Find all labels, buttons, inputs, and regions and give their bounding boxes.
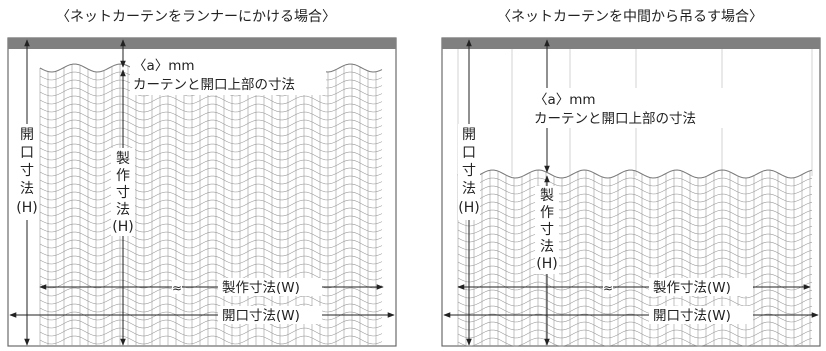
product-height-char: 製	[116, 151, 130, 167]
label-backdrop	[218, 278, 322, 296]
opening-height-char: 寸	[462, 163, 476, 179]
mesh-line	[457, 265, 813, 275]
product-height-char: (H)	[112, 219, 133, 235]
mesh-line	[457, 233, 813, 243]
opening-height-char: 法	[462, 181, 476, 197]
product-height-char: 作	[116, 168, 130, 184]
curtain-rail	[442, 38, 820, 49]
mesh-line	[39, 271, 383, 281]
mesh-line	[39, 303, 383, 313]
mesh-line	[39, 199, 383, 209]
product-height-char: 寸	[116, 185, 130, 201]
mesh-line	[39, 215, 383, 225]
mesh-line	[457, 249, 813, 259]
mesh-line	[39, 239, 383, 249]
curtain-rail	[8, 38, 396, 49]
mesh-line	[39, 135, 383, 145]
mesh-line	[39, 327, 383, 337]
offset-a-description: カーテンと開口上部の寸法	[133, 77, 295, 93]
diagram-middle-hang: 〈ネットカーテンを中間から吊るす場合〉 開 口 寸 法 (H) 〈a〉mm カー…	[441, 9, 821, 347]
mesh-line	[39, 207, 383, 217]
label-backdrop	[532, 88, 728, 128]
mesh-line	[39, 127, 383, 137]
product-width-label: 製作寸法(W)	[653, 280, 731, 296]
mesh-line	[39, 159, 383, 169]
curtain-top-edge	[457, 169, 813, 179]
mesh-line	[457, 185, 813, 195]
label-backdrop	[458, 124, 480, 220]
opening-width-label: 開口寸法(W)	[222, 308, 300, 324]
mesh-line	[39, 311, 383, 321]
opening-height-char: 開	[20, 127, 34, 143]
mesh-line	[39, 247, 383, 257]
label-backdrop	[535, 186, 559, 274]
mesh-line	[39, 295, 383, 305]
product-height-char: 作	[540, 205, 554, 221]
mesh-line	[457, 297, 813, 307]
product-height-char: 寸	[540, 222, 554, 238]
opening-height-char: (H)	[16, 200, 37, 216]
offset-a-description: カーテンと開口上部の寸法	[534, 111, 696, 127]
product-height-char: 法	[540, 239, 554, 255]
mesh-line	[457, 193, 813, 203]
label-backdrop	[603, 280, 613, 294]
label-backdrop	[649, 278, 753, 296]
product-height-char: 製	[540, 188, 554, 204]
window-opening-frame	[441, 37, 821, 347]
mesh-line	[39, 255, 383, 265]
mesh-line	[39, 335, 383, 345]
mesh-line	[39, 143, 383, 153]
mesh-line	[457, 241, 813, 251]
diagram-runner: 〈ネットカーテンをランナーにかける場合〉 開 口 寸 法 (H) 〈a〉mm カ…	[7, 9, 397, 347]
offset-a-label: 〈a〉mm	[534, 92, 596, 108]
opening-height-char: 寸	[20, 163, 34, 179]
mesh-line	[39, 191, 383, 201]
label-backdrop	[172, 280, 182, 294]
mesh-line	[457, 177, 813, 187]
mesh-line	[39, 111, 383, 121]
opening-width-label: 開口寸法(W)	[653, 308, 731, 324]
offset-a-label: 〈a〉mm	[133, 58, 195, 74]
label-backdrop	[218, 306, 322, 324]
mesh-line	[39, 175, 383, 185]
diagram-title: 〈ネットカーテンを中間から吊るす場合〉	[497, 9, 763, 25]
mesh-line	[39, 95, 383, 105]
product-height-char: (H)	[536, 256, 557, 272]
mesh-line	[457, 257, 813, 267]
mesh-line	[457, 225, 813, 235]
mesh-line	[457, 217, 813, 227]
mesh-line	[457, 329, 813, 339]
product-height-char: 法	[116, 202, 130, 218]
opening-height-char: (H)	[458, 200, 479, 216]
label-backdrop	[16, 124, 38, 220]
mesh-line	[39, 223, 383, 233]
mesh-line	[457, 321, 813, 331]
label-backdrop	[111, 148, 135, 236]
label-backdrop	[130, 55, 326, 95]
opening-height-char: 口	[20, 145, 34, 161]
mesh-line	[457, 337, 813, 347]
label-backdrop	[649, 306, 753, 324]
mesh-line	[39, 103, 383, 113]
mesh-line	[39, 119, 383, 129]
opening-height-char: 法	[20, 181, 34, 197]
mesh-line	[39, 319, 383, 329]
mesh-line	[39, 183, 383, 193]
diagram-title: 〈ネットカーテンをランナーにかける場合〉	[56, 9, 336, 25]
mesh-line	[39, 263, 383, 273]
mesh-line	[39, 231, 383, 241]
opening-height-char: 開	[462, 127, 476, 143]
mesh-line	[39, 167, 383, 177]
mesh-line	[39, 151, 383, 161]
break-mark: ≈	[603, 281, 613, 295]
mesh-line	[457, 289, 813, 299]
product-width-label: 製作寸法(W)	[222, 280, 300, 296]
opening-height-char: 口	[462, 145, 476, 161]
break-mark: ≈	[172, 281, 182, 295]
mesh-line	[457, 201, 813, 211]
mesh-line	[457, 209, 813, 219]
